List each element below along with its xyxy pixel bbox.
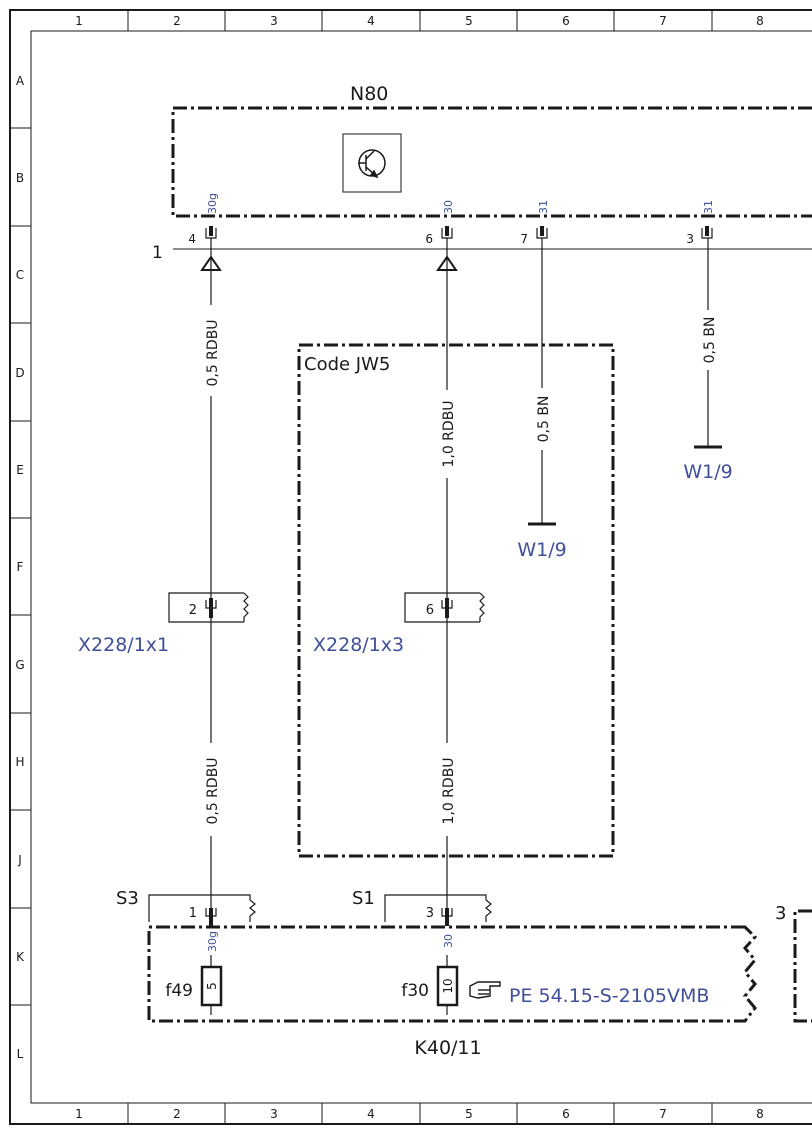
fuse-f49-rating: 5 — [205, 982, 219, 990]
row-label: A — [16, 74, 25, 88]
right-component-number: 3 — [775, 903, 786, 924]
connector-label: X228/1x3 — [313, 634, 404, 656]
svg-text:7: 7 — [520, 232, 528, 246]
pointing-hand-icon — [469, 981, 501, 999]
svg-text:30: 30 — [442, 200, 455, 214]
svg-text:30g: 30g — [206, 193, 219, 214]
row-label: H — [15, 755, 24, 769]
col-label: 4 — [367, 1107, 375, 1121]
wire-label: 0,5 RDBU — [205, 319, 221, 386]
n80-row-number: 1 — [152, 243, 163, 263]
n80-pin-7: 7 31 — [520, 200, 550, 246]
col-label: 2 — [173, 14, 181, 28]
s1-label: S1 — [352, 888, 375, 909]
n80-pin-4: 4 30g — [188, 193, 219, 246]
fuse-f49 — [200, 965, 223, 1007]
connector-x228-1x3: 6 — [404, 592, 485, 623]
col-label: 6 — [562, 14, 570, 28]
wire-label: 0,5 BN — [702, 317, 718, 364]
svg-text:1: 1 — [189, 906, 197, 921]
svg-text:3: 3 — [426, 906, 434, 921]
outer-frame — [9, 9, 812, 1125]
svg-text:31: 31 — [702, 200, 715, 214]
reference-link[interactable]: PE 54.15-S-2105VMB — [509, 985, 709, 1007]
connector-x228-1x1: 2 — [168, 592, 249, 623]
col-label: 8 — [756, 1107, 764, 1121]
wire-label: 1,0 RDBU — [441, 400, 457, 467]
connector-label: X228/1x1 — [78, 634, 169, 656]
code-jw5-label: Code JW5 — [304, 354, 390, 375]
n80-pin-6: 6 30 — [425, 200, 455, 246]
wire-4 — [694, 238, 722, 449]
k40-box — [147, 925, 758, 1023]
svg-text:6: 6 — [426, 603, 434, 618]
column-ticks — [127, 10, 713, 1124]
ground-label: W1/9 — [683, 461, 732, 483]
transistor-icon — [358, 149, 386, 179]
row-label: F — [17, 560, 24, 574]
row-label: L — [17, 1047, 24, 1061]
s3-label: S3 — [116, 888, 139, 909]
fuse-f30 — [436, 965, 459, 1007]
arrow-up-icon — [436, 255, 458, 271]
col-label: 3 — [270, 14, 278, 28]
fuse-f30-name: f30 — [401, 981, 429, 1001]
s1-connector: 3 — [384, 894, 492, 926]
svg-text:31: 31 — [537, 200, 550, 214]
col-label: 7 — [659, 1107, 667, 1121]
arrow-up-icon — [200, 255, 222, 271]
col-label: 2 — [173, 1107, 181, 1121]
row-label: G — [15, 658, 24, 672]
col-label: 4 — [367, 14, 375, 28]
row-label: D — [15, 366, 24, 380]
k40-label: K40/11 — [414, 1037, 481, 1059]
row-labels: A B C D E F G H J K L — [15, 74, 25, 1061]
column-labels-bottom: 1 2 3 4 5 6 7 8 — [75, 1107, 764, 1121]
row-label: C — [16, 268, 24, 282]
n80-pin-3: 3 31 — [686, 200, 715, 246]
col-label: 5 — [465, 14, 473, 28]
wire-label: 0,5 RDBU — [205, 757, 221, 824]
n80-label: N80 — [350, 83, 388, 105]
col-label: 6 — [562, 1107, 570, 1121]
row-ticks — [10, 127, 31, 1006]
svg-text:4: 4 — [188, 232, 196, 246]
inner-frame — [30, 30, 812, 1104]
wire-3 — [528, 238, 556, 526]
svg-text:6: 6 — [425, 232, 433, 246]
fuse-f49-name: f49 — [165, 981, 193, 1001]
svg-text:2: 2 — [189, 603, 197, 618]
row-label: B — [16, 171, 24, 185]
col-label: 7 — [659, 14, 667, 28]
col-label: 8 — [756, 14, 764, 28]
col-label: 5 — [465, 1107, 473, 1121]
col-label: 3 — [270, 1107, 278, 1121]
fuse-f49-sig: 30g — [206, 931, 219, 952]
svg-text:3: 3 — [686, 232, 694, 246]
n80-box — [171, 106, 812, 218]
row-label: J — [17, 853, 22, 867]
row-label: K — [16, 950, 25, 964]
col-label: 1 — [75, 1107, 83, 1121]
s3-connector: 1 — [148, 894, 256, 926]
wire-label: 0,5 BN — [536, 396, 552, 443]
right-component-box — [793, 909, 812, 1023]
fuse-f30-sig: 30 — [442, 934, 455, 948]
transistor-symbol-box — [342, 133, 402, 193]
column-labels-top: 1 2 3 4 5 6 7 8 — [75, 14, 764, 28]
ground-label: W1/9 — [517, 539, 566, 561]
code-jw5-box — [297, 343, 615, 858]
wire-label: 1,0 RDBU — [441, 757, 457, 824]
fuse-f30-rating: 10 — [441, 978, 455, 993]
col-label: 1 — [75, 14, 83, 28]
row-label: E — [16, 463, 24, 477]
